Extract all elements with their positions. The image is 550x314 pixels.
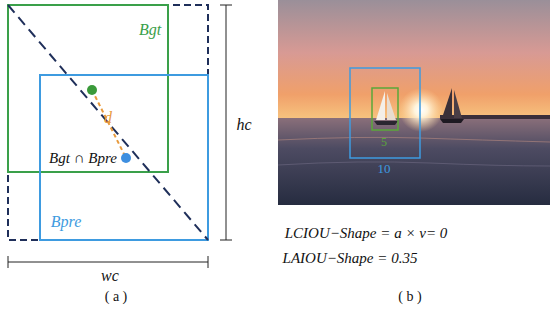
panel-caption: ( b ) bbox=[398, 289, 421, 304]
box-label: Bpre bbox=[51, 213, 82, 231]
intersection-label: Bgt ∩ Bpre bbox=[47, 150, 119, 167]
size-label: 5 bbox=[381, 136, 387, 149]
dimension-label: hc bbox=[236, 116, 251, 134]
size-label: 10 bbox=[378, 162, 391, 176]
formula-text: LCIOU−Shape = a × v= 0 bbox=[285, 225, 448, 242]
box-label: Bgt bbox=[139, 21, 161, 39]
formula-text: LAIOU−Shape = 0.35 bbox=[283, 250, 418, 267]
distance-label: d bbox=[104, 109, 112, 127]
dimension-label: wc bbox=[101, 267, 119, 285]
panel-caption: ( a ) bbox=[105, 289, 128, 304]
